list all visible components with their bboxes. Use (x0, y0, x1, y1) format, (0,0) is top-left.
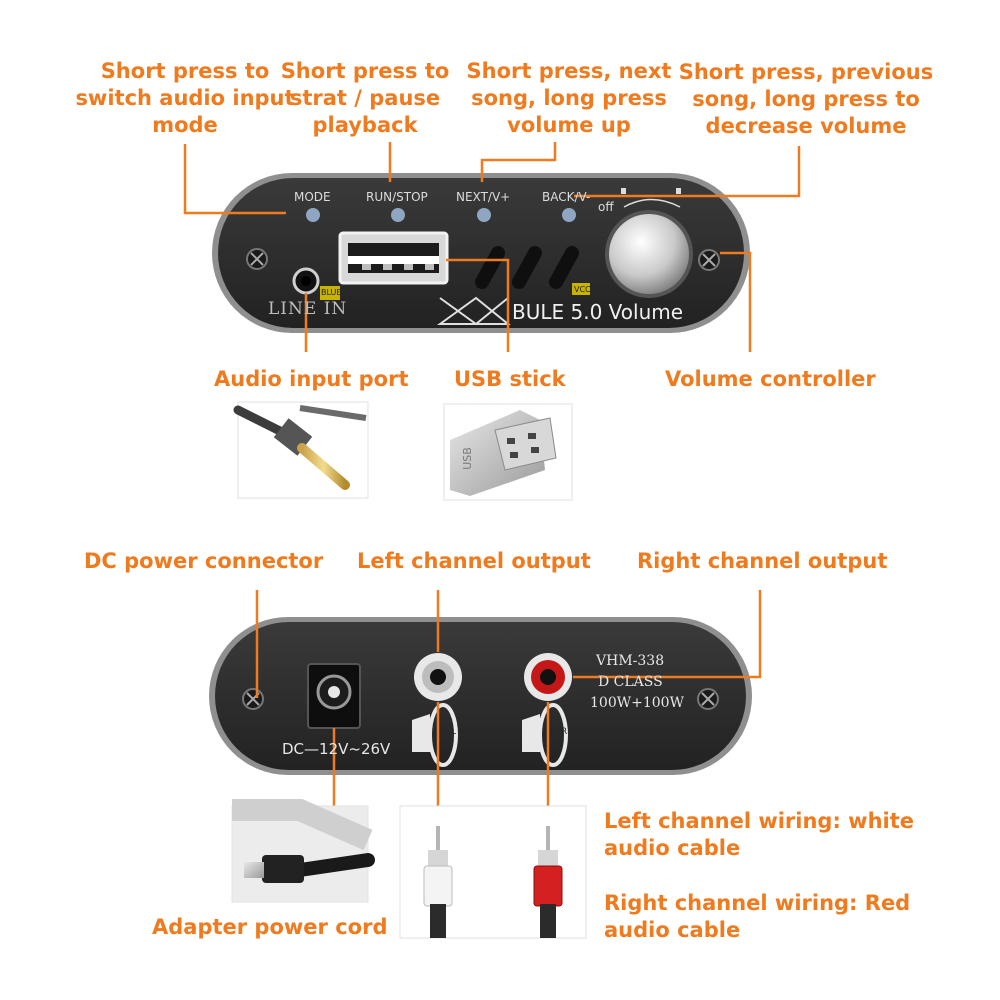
brand-label: BULE 5.0 Volume (512, 300, 684, 324)
next-callout: Short press, next song, long press volum… (462, 58, 676, 139)
run-stop-button-label[interactable]: RUN/STOP (366, 190, 428, 204)
speaker-note-icon (522, 703, 568, 767)
dc-power-jack[interactable] (307, 663, 361, 729)
volume-controller-label: Volume controller (665, 367, 876, 391)
callout-line: Short press, next (466, 59, 672, 83)
class-label: D CLASS (598, 674, 663, 690)
screw-icon (697, 688, 719, 710)
mode-led[interactable] (306, 208, 320, 222)
power-label: 100W+100W (590, 695, 684, 711)
off-label: off (598, 200, 614, 214)
usb-port[interactable] (338, 231, 449, 285)
callout-line: mode (152, 113, 218, 137)
volume-arc-icon (623, 198, 681, 208)
callout-line: Short press, previous (678, 60, 934, 84)
right-rca-jack[interactable] (524, 653, 572, 701)
rear-panel (209, 617, 752, 775)
vcc-tag: VCC (574, 285, 591, 294)
next-button-label[interactable]: NEXT/V+ (456, 190, 511, 204)
speaker-note-icon (412, 703, 458, 767)
line-in-label: LINE IN (268, 299, 348, 319)
screw-icon (698, 249, 720, 271)
run-stop-callout: Short press to strat / pause playback (270, 58, 460, 139)
usb-stick-photo (443, 403, 573, 501)
next-led[interactable] (477, 208, 491, 222)
back-callout: Short press, previous song, long press t… (676, 59, 936, 140)
power-cord-photo (231, 799, 375, 903)
note-line: audio cable (604, 836, 741, 860)
usb-stick-label: USB stick (454, 367, 566, 391)
note-line: Right channel wiring: Red (604, 891, 911, 915)
callout-line: playback (312, 113, 418, 137)
blue-tag: BLUE (321, 288, 342, 297)
screw-icon (246, 248, 268, 270)
mode-callout: Short press to switch audio input mode (52, 58, 318, 139)
callout-line: strat / pause (289, 86, 441, 110)
callout-line: song, long press to (692, 87, 920, 111)
right-channel-mark: R (561, 727, 568, 737)
usb-thumb-text: USB (460, 447, 474, 470)
callout-line: song, long press (471, 86, 667, 110)
note-line: audio cable (604, 918, 741, 942)
audio-cable-photo (233, 401, 369, 499)
volume-knob[interactable] (605, 210, 693, 298)
note-line: Left channel wiring: white (604, 809, 915, 833)
dc-connector-label: DC power connector (84, 549, 324, 573)
dc-voltage-label: DC—12V~26V (282, 740, 391, 758)
adapter-cord-label: Adapter power cord (152, 915, 388, 939)
right-output-label: Right channel output (637, 549, 888, 573)
vent-slots (475, 246, 579, 289)
model-label: VHM-338 (596, 653, 665, 669)
screw-icon (242, 688, 264, 710)
left-rca-jack[interactable] (414, 653, 462, 701)
mode-button-label[interactable]: MODE (294, 190, 331, 204)
back-led[interactable] (562, 208, 576, 222)
callout-line: Short press to (280, 59, 450, 83)
leader-lines-rear (255, 590, 762, 806)
rca-cables-photo (399, 805, 587, 939)
leader-lines (183, 142, 801, 352)
callout-line: switch audio input (75, 86, 295, 110)
line-in-jack[interactable] (292, 267, 320, 295)
audio-port-label: Audio input port (214, 367, 409, 391)
left-channel-mark: L (451, 727, 457, 737)
callout-line: volume up (507, 113, 631, 137)
back-button-label[interactable]: BACK/V- (542, 190, 591, 204)
left-output-label: Left channel output (357, 549, 591, 573)
left-wiring-note: Left channel wiring: white audio cable (604, 808, 914, 862)
callout-line: decrease volume (705, 114, 907, 138)
bluetooth-logo (436, 296, 511, 326)
callout-line: Short press to (100, 59, 270, 83)
right-wiring-note: Right channel wiring: Red audio cable (604, 890, 910, 944)
run-stop-led[interactable] (391, 208, 405, 222)
